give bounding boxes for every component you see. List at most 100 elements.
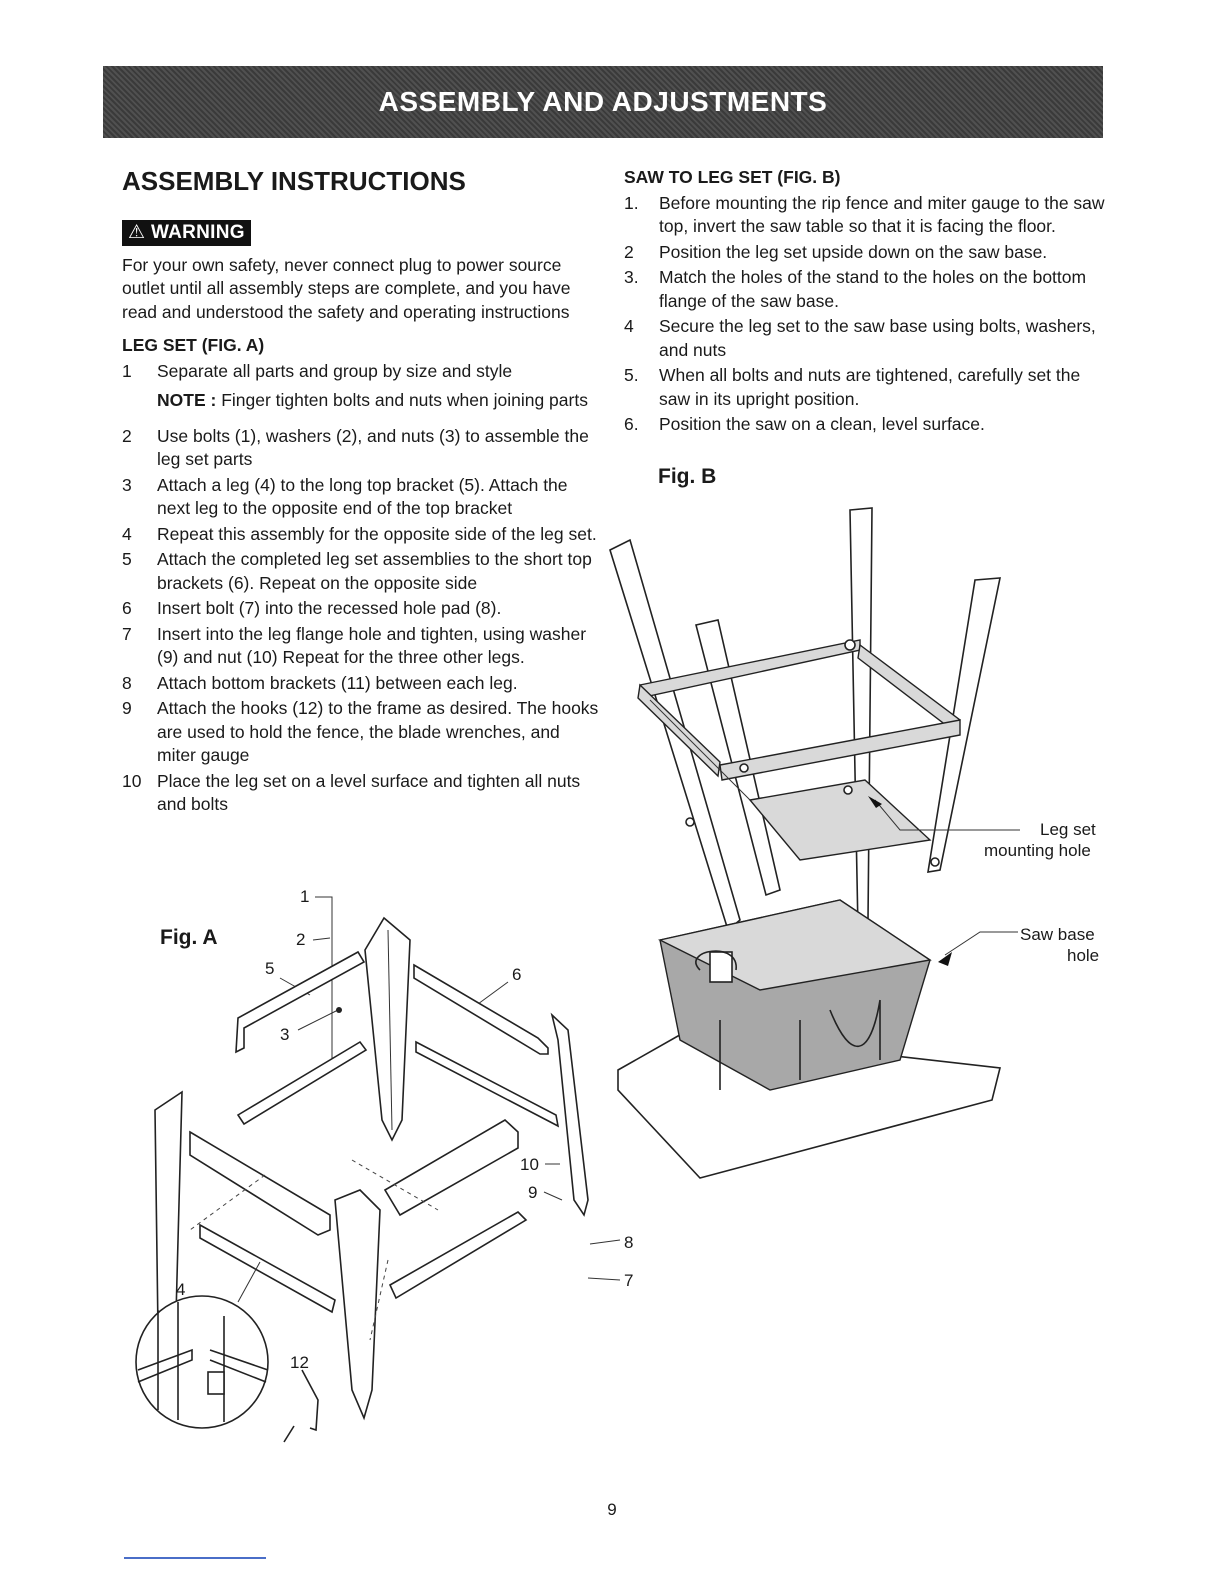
step-number: 7 — [122, 623, 132, 644]
step-number: 1 — [122, 360, 132, 381]
stand-top-bracket-front — [719, 719, 961, 781]
step-item: 5 Attach the completed leg set assemblies… — [122, 548, 600, 595]
nut-callout-line — [297, 1009, 339, 1031]
step-number: 5 — [122, 549, 132, 569]
mounting-hole-icon — [843, 785, 853, 795]
callout-saw-base-line2: hole — [1067, 946, 1099, 965]
front-bracket-part-left — [189, 1130, 331, 1236]
bottom-bracket-11-part — [199, 1223, 336, 1314]
page-number: 9 — [607, 1500, 617, 1519]
bolt-callout-line — [315, 896, 333, 1070]
step-item: 8 Attach bottom brackets (11) between eac… — [122, 672, 600, 696]
callout-3: 3 — [280, 1025, 289, 1044]
footer-rule — [124, 1557, 266, 1559]
step-number: 2 — [122, 425, 132, 446]
step-number: 4 — [624, 316, 634, 336]
short-top-bracket-part — [413, 963, 549, 1055]
stand-frame-line — [649, 699, 751, 801]
hook-12-part — [283, 1369, 319, 1443]
callout-saw-base-line1: Saw base — [1020, 925, 1095, 944]
step-number: 8 — [122, 672, 132, 693]
step-number: 1. — [624, 192, 639, 213]
step-text: Repeat this assembly for the opposite si… — [157, 523, 597, 544]
step-text: Secure the leg set to the saw base using… — [659, 316, 1096, 360]
leg-part-right — [550, 1012, 589, 1217]
step-item: 1 Separate all parts and group by size a… — [122, 360, 600, 384]
saw-to-leg-set-steps: 1.Before mounting the rip fence and mite… — [624, 192, 1110, 437]
saw-base-callout-arrow — [938, 952, 952, 966]
power-switch-icon — [709, 951, 733, 983]
step-number: 5. — [624, 365, 639, 385]
callout-7: 7 — [624, 1271, 633, 1290]
step-text: Attach the hooks (12) to the frame as de… — [157, 698, 599, 765]
step-item: 3. Match the holes of the stand to the ho… — [624, 266, 1110, 313]
note-label: NOTE : — [157, 390, 217, 410]
leg-set-callout-line — [874, 799, 1020, 831]
step-text: Insert into the leg flange hole and tigh… — [157, 623, 587, 668]
right-column: SAW TO LEG SET (FIG. B) 1.Before mountin… — [624, 166, 1110, 439]
stand-leg-front-left — [695, 619, 781, 897]
banner-title: ASSEMBLY AND ADJUSTMENTS — [378, 86, 828, 117]
step-number: 10 — [122, 770, 142, 791]
callout-8: 8 — [624, 1233, 633, 1252]
step-item: 5. When all bolts and nuts are tightened,… — [624, 364, 1110, 411]
stand-top-bracket-left — [637, 683, 721, 778]
step-text: Attach the completed leg set assemblies … — [157, 549, 592, 593]
leg-set-callout-arrow — [868, 796, 882, 808]
step-number: 3. — [624, 267, 639, 287]
step-text: When all bolts and nuts are tightened, c… — [659, 365, 1081, 409]
step-text: Attach bottom brackets (11) between each… — [157, 672, 518, 693]
step-text: Match the holes of the stand to the hole… — [659, 267, 1087, 311]
callout-5: 5 — [265, 959, 274, 978]
nut-part — [336, 1007, 342, 1013]
bottom-bracket-part-left — [236, 1040, 368, 1126]
bottom-bracket-part-front — [388, 1211, 528, 1300]
bracket-11-callout-line — [237, 1261, 261, 1303]
hook-detail-hook-icon — [207, 1371, 225, 1395]
bottom-bracket-part-right — [415, 1040, 560, 1128]
callout-leg-set-line1: Leg set — [1040, 820, 1096, 839]
step-text: Separate all parts and group by size and… — [157, 360, 513, 381]
assembly-guide-lines — [189, 1159, 439, 1341]
figure-b-label: Fig. B — [658, 465, 717, 488]
bolt-7-callout-line — [587, 1277, 621, 1281]
leg-part-center — [364, 916, 411, 1142]
mounting-hole-icon — [685, 817, 695, 827]
step-item: 6.Position the saw on a clean, level sur… — [624, 413, 1110, 437]
assembly-instructions-heading: ASSEMBLY INSTRUCTIONS — [122, 166, 466, 196]
saw-to-leg-set-heading: SAW TO LEG SET (FIG. B) — [624, 167, 841, 187]
long-top-bracket-part — [235, 950, 366, 1054]
callout-2: 2 — [296, 930, 305, 949]
power-cord — [695, 950, 737, 971]
step-text: Attach a leg (4) to the long top bracket… — [157, 474, 568, 519]
callout-9: 9 — [528, 1183, 537, 1202]
hook-detail-frame — [137, 1302, 269, 1422]
step-number: 9 — [122, 698, 132, 718]
note: NOTE : Finger tighten bolts and nuts whe… — [157, 389, 600, 413]
step-text: Position the saw on a clean, level surfa… — [659, 414, 985, 434]
figure-b-saw-to-leg-set: Leg set mounting hole Saw base hole — [609, 507, 1099, 1179]
step-item: 7 Insert into the leg flange hole and tig… — [122, 623, 600, 670]
callout-12: 12 — [290, 1353, 309, 1372]
section-banner: ASSEMBLY AND ADJUSTMENTS — [103, 66, 1103, 138]
callout-4: 4 — [176, 1280, 185, 1299]
bracket-6-callout-line — [477, 981, 509, 1005]
step-item: 1.Before mounting the rip fence and mite… — [624, 192, 1110, 239]
stand-top-bracket-right — [857, 643, 961, 734]
warning-triangle-icon: ⚠ — [128, 222, 146, 243]
mounting-hole-icon — [739, 763, 749, 773]
step-item: 9 Attach the hooks (12) to the frame as d… — [122, 697, 600, 768]
saw-base-callout-line — [944, 931, 1018, 956]
step-number: 4 — [122, 523, 132, 544]
figure-a-label: Fig. A — [160, 926, 218, 949]
stand-top-bracket-back — [639, 639, 861, 699]
step-text: Insert bolt (7) into the recessed hole p… — [157, 598, 502, 618]
leg-part-front — [334, 1189, 381, 1421]
callout-6: 6 — [512, 965, 521, 984]
callout-10: 10 — [520, 1155, 539, 1174]
leg-edge-line — [387, 929, 393, 1131]
hook-detail-circle — [135, 1295, 269, 1429]
